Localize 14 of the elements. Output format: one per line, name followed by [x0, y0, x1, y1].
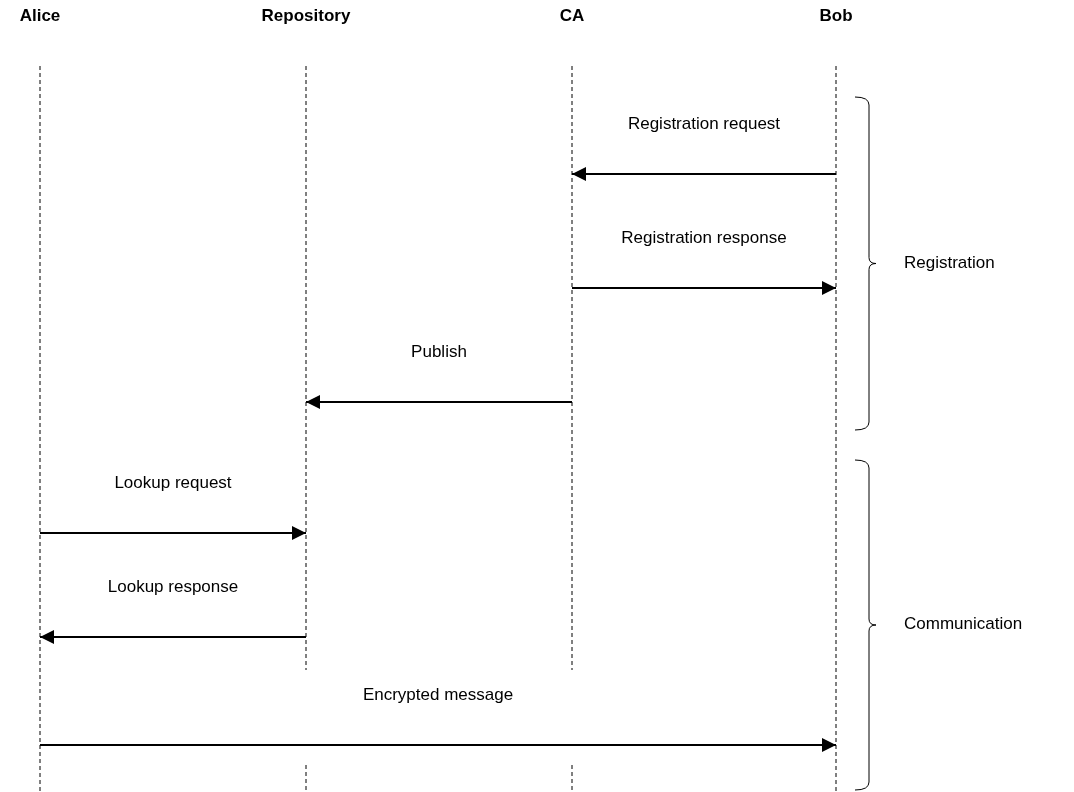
message-arrow — [305, 395, 573, 409]
message-arrow — [39, 526, 307, 540]
participant-name: Repository — [260, 6, 352, 26]
message-label: Lookup request — [112, 473, 234, 493]
message-arrow — [39, 738, 837, 752]
message-label: Registration response — [619, 228, 789, 248]
message-arrow — [39, 630, 307, 644]
message-arrow — [571, 281, 837, 295]
phase-label: Registration — [904, 252, 995, 273]
phase-label: Communication — [904, 614, 1023, 634]
message-arrow — [571, 167, 837, 181]
participant-name: Alice — [18, 6, 62, 26]
participant-name: Bob — [818, 6, 854, 26]
participant-name: CA — [558, 6, 586, 26]
